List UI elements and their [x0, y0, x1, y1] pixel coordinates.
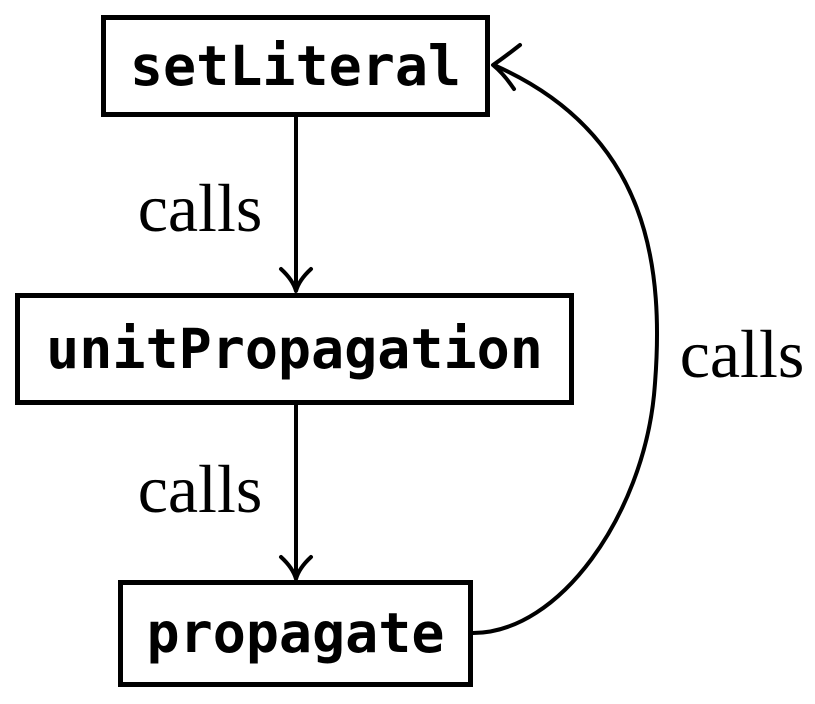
edge-curve [471, 64, 660, 635]
arrowhead-down-icon [279, 267, 313, 293]
node-unitpropagation: unitPropagation [15, 293, 574, 405]
edge-unitpropagation-to-propagate [279, 403, 313, 581]
node-setliteral: setLiteral [101, 15, 490, 117]
node-propagate: propagate [118, 580, 473, 687]
edge-propagate-to-setliteral [471, 43, 660, 635]
node-setliteral-label: setLiteral [129, 33, 462, 98]
edge-label-calls-1: calls [137, 170, 263, 246]
arrowhead-down-icon [279, 555, 313, 581]
node-propagate-label: propagate [146, 601, 445, 665]
edge-label-calls-2: calls [137, 451, 263, 527]
edge-label-calls-3: calls [679, 316, 805, 392]
edge-setliteral-to-unitpropagation [279, 115, 313, 293]
arrowhead-left-icon [491, 43, 522, 91]
node-unitpropagation-label: unitPropagation [46, 316, 543, 381]
